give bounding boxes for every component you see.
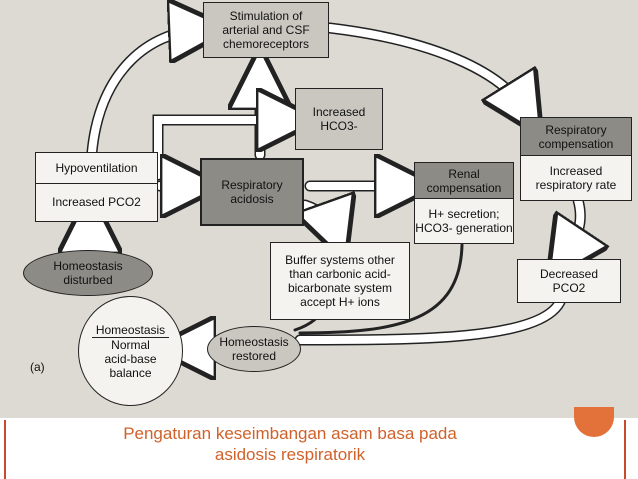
box-hypoventilation: Hypoventilation Increased PCO2	[35, 152, 158, 222]
box-buffer-systems: Buffer systems other than carbonic acid-…	[270, 242, 410, 320]
panel-label: (a)	[30, 360, 45, 374]
box-decreased-pco2: Decreased PCO2	[517, 259, 621, 303]
hypoventilation-label: Hypoventilation	[55, 161, 138, 175]
box-stimulation: Stimulation of arterial and CSF chemorec…	[203, 2, 329, 58]
line-renal-to-restored	[298, 243, 464, 335]
diagram-figure: Stimulation of arterial and CSF chemorec…	[0, 0, 638, 418]
box-renal-compensation: Renal compensation H+ secretion; HCO3- g…	[414, 162, 514, 244]
caption-line-1: Pengaturan keseimbangan asam basa pada	[123, 424, 457, 443]
ellipse-homeostasis-normal: Homeostasis Normal acid-base balance	[78, 296, 183, 406]
box-respiratory-acidosis: Respiratory acidosis	[200, 158, 304, 226]
box-increased-hco3: Increased HCO3-	[295, 88, 383, 150]
page-corner-dot	[574, 407, 614, 437]
slide-caption: Pengaturan keseimbangan asam basa pada a…	[40, 423, 540, 465]
ellipse-homeostasis-disturbed: Homeostasis disturbed	[23, 250, 153, 296]
ellipse-homeostasis-restored: Homeostasis restored	[207, 326, 301, 372]
increased-pco2-label: Increased PCO2	[52, 195, 141, 209]
renal-compensation-label: Renal compensation	[426, 166, 502, 195]
right-border-line	[624, 420, 626, 479]
left-border-line	[4, 420, 6, 479]
flow-arrows	[0, 0, 638, 418]
box-respiratory-compensation: Respiratory compensation Increased respi…	[520, 117, 632, 201]
caption-line-2: asidosis respiratorik	[214, 445, 366, 464]
